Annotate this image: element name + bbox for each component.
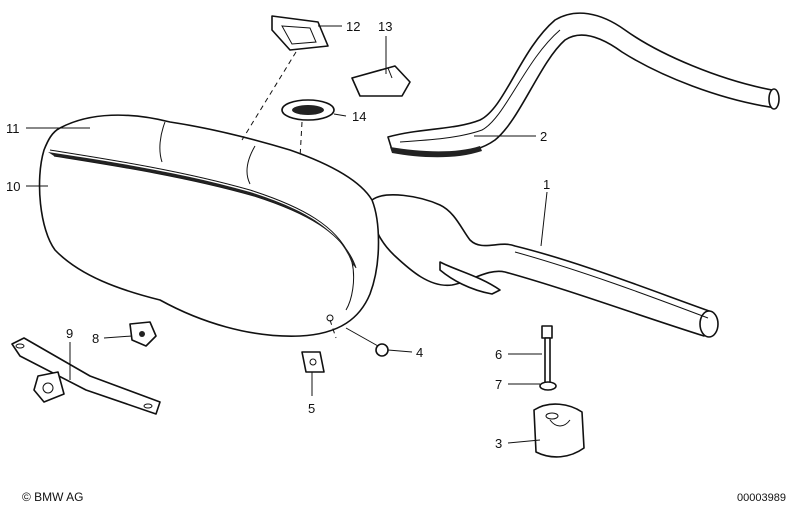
leader-lines [26,25,548,444]
callout-11: 11 [6,121,20,136]
callout-12: 12 [346,19,360,34]
callout-labels: 1 2 3 4 5 6 7 8 9 10 11 12 13 14 [6,19,550,451]
part-5-nut [301,351,325,373]
callout-1: 1 [543,177,550,192]
part-9-bracket [11,337,161,415]
fairing-body [38,114,380,337]
part-7-washer [539,381,557,391]
callout-3: 3 [495,436,502,451]
callout-5: 5 [308,401,315,416]
part-4-screw [345,327,389,357]
callout-2: 2 [540,129,547,144]
handlebar-upper [387,12,780,158]
part-8-clip [129,321,157,347]
part-12-cap [271,15,329,51]
copyright-notice: © BMW AG [22,490,84,504]
part-3-clamp [533,403,585,458]
callout-8: 8 [92,331,99,346]
part-13-clip [351,65,411,97]
callout-6: 6 [495,347,502,362]
callout-7: 7 [495,377,502,392]
diagram-number: 00003989 [737,492,786,504]
callout-14: 14 [352,109,366,124]
callout-10: 10 [6,179,20,194]
callout-13: 13 [378,19,392,34]
callout-4: 4 [416,345,423,360]
handlebar-lower [371,194,719,338]
part-14-grommet [281,99,335,121]
callout-9: 9 [66,326,73,341]
part-6-bolt [541,325,553,385]
